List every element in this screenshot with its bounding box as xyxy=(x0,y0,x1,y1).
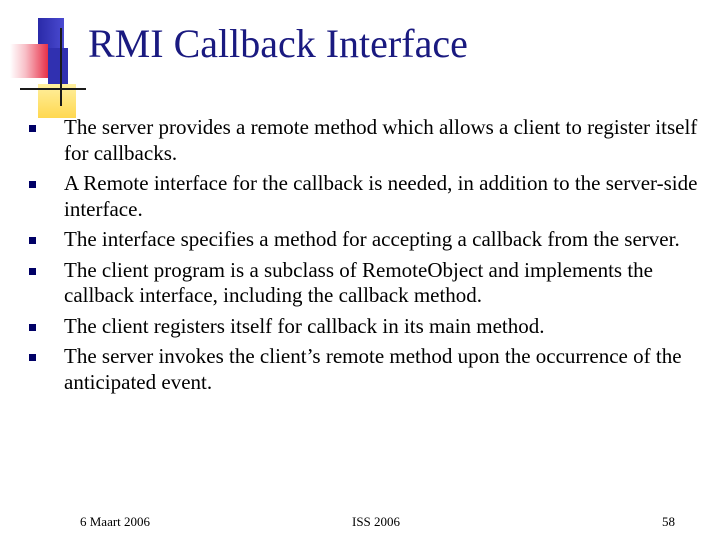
bullet-text: The client program is a subclass of Remo… xyxy=(64,257,654,308)
square-bullet-icon xyxy=(29,181,36,188)
bullet-item: The client registers itself for callback… xyxy=(28,314,698,340)
bullet-text: A Remote interface for the callback is n… xyxy=(64,171,698,221)
bullet-item: The interface specifies a method for acc… xyxy=(28,227,698,253)
logo-horizontal-line xyxy=(20,88,86,90)
logo-red-square xyxy=(10,44,48,78)
bullet-item: The server invokes the client’s remote m… xyxy=(28,344,698,395)
bullet-list: The server provides a remote method whic… xyxy=(28,115,698,400)
square-bullet-icon xyxy=(29,125,36,132)
footer-date: 6 Maart 2006 xyxy=(80,514,151,529)
square-bullet-icon xyxy=(29,237,36,244)
logo-vertical-line xyxy=(60,28,62,106)
square-bullet-icon xyxy=(29,267,36,275)
footer-page-number: 58 xyxy=(662,514,675,529)
bullet-text: The interface specifies a method for acc… xyxy=(64,227,680,251)
bullet-item: The client program is a subclass of Remo… xyxy=(28,258,698,309)
logo-blue-square-middle xyxy=(48,48,68,84)
bullet-text: The server invokes the client’s remote m… xyxy=(64,344,682,394)
slide-title: RMI Callback Interface xyxy=(88,21,468,66)
square-bullet-icon xyxy=(29,354,36,361)
bullet-item: The server provides a remote method whic… xyxy=(28,115,698,166)
square-bullet-icon xyxy=(29,323,36,331)
decorative-logo xyxy=(0,0,90,118)
bullet-text: The client registers itself for callback… xyxy=(64,313,545,338)
bullet-item: A Remote interface for the callback is n… xyxy=(28,171,698,222)
footer-center-text: ISS 2006 xyxy=(352,514,401,529)
bullet-text: The server provides a remote method whic… xyxy=(64,115,698,165)
